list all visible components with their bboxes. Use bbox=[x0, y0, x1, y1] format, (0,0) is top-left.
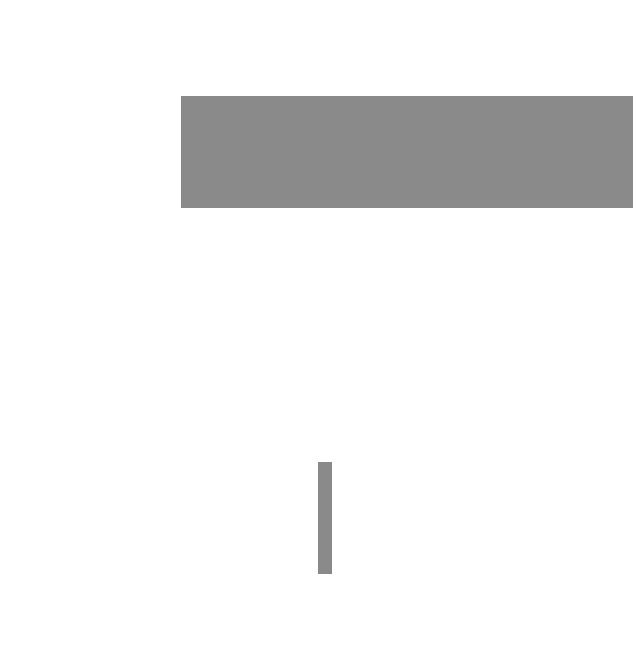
gray-rectangle-panel bbox=[181, 96, 633, 208]
gray-vertical-bar bbox=[318, 462, 332, 574]
